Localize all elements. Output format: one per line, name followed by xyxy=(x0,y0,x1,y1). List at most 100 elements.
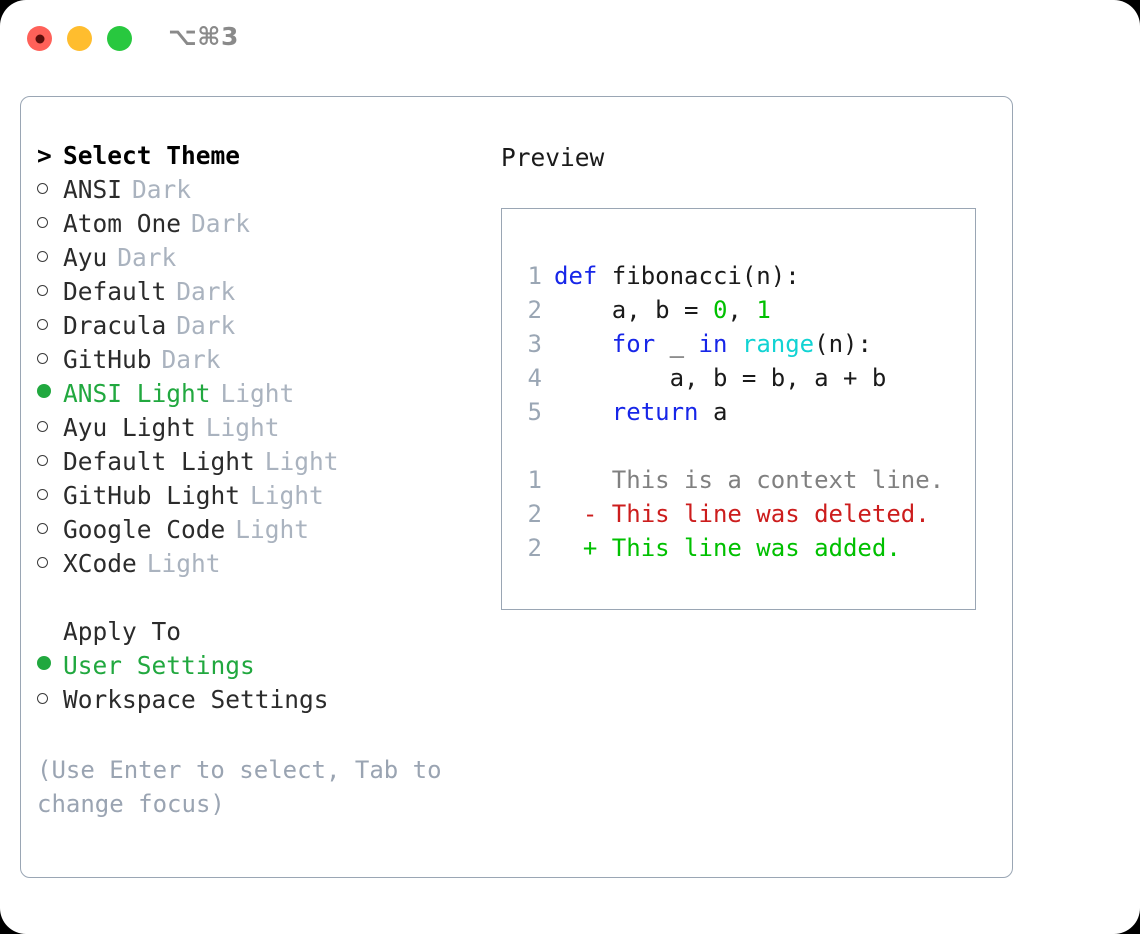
apply-to-heading: Apply To xyxy=(37,617,497,651)
theme-variant-tag: Light xyxy=(235,515,310,544)
code-token: for xyxy=(611,330,656,358)
code-token: def xyxy=(554,262,612,290)
code-token: (n): xyxy=(814,330,872,358)
code-token: 0 xyxy=(712,296,728,324)
code-token: return xyxy=(611,398,699,426)
diff-text: This is a context line. xyxy=(611,466,945,494)
diff-sign xyxy=(554,466,612,494)
diff-line: 2 - This line was deleted. xyxy=(520,497,944,531)
code-token: a, b = xyxy=(554,296,713,324)
minimize-button-icon[interactable] xyxy=(67,26,92,51)
maximize-button-icon[interactable] xyxy=(107,26,132,51)
spacer xyxy=(37,583,497,617)
theme-name-label: Ayu Light xyxy=(63,413,196,442)
code-token xyxy=(554,398,612,426)
code-line: 4 a, b = b, a + b xyxy=(520,361,887,395)
radio-unselected-icon[interactable] xyxy=(37,413,63,442)
theme-list-item[interactable]: ANSI Light Light xyxy=(37,379,497,413)
apply-to-item[interactable]: Workspace Settings xyxy=(37,685,497,719)
code-line: 3 for _ in range(n): xyxy=(520,327,886,361)
theme-variant-tag: Light xyxy=(220,379,295,408)
close-button-icon[interactable] xyxy=(27,26,52,51)
code-line: 2 a, b = 0, 1 xyxy=(520,293,886,327)
theme-variant-tag: Dark xyxy=(132,175,192,204)
apply-to-label: User Settings xyxy=(63,651,255,680)
line-number: 4 xyxy=(527,364,542,392)
radio-unselected-icon[interactable] xyxy=(37,175,63,204)
line-number: 5 xyxy=(527,398,542,426)
diff-sample: 1 This is a context line.2 - This line w… xyxy=(520,463,945,565)
diff-text: This line was added. xyxy=(611,534,901,562)
theme-list-item[interactable]: ANSI Dark xyxy=(37,175,497,209)
code-token: , xyxy=(727,296,757,324)
theme-variant-tag: Dark xyxy=(191,209,251,238)
code-token: _ xyxy=(655,330,699,358)
radio-unselected-icon[interactable] xyxy=(37,209,63,238)
theme-name-label: Google Code xyxy=(63,515,226,544)
theme-name-label: ANSI xyxy=(63,175,123,204)
select-theme-heading-label: Select Theme xyxy=(63,141,241,170)
theme-name-label: ANSI Light xyxy=(63,379,211,408)
radio-unselected-icon[interactable] xyxy=(37,515,63,544)
code-token: range xyxy=(741,330,815,358)
theme-name-label: GitHub Light xyxy=(63,481,241,510)
radio-selected-icon[interactable] xyxy=(37,379,63,408)
line-number: 2 xyxy=(527,534,542,562)
code-token xyxy=(554,330,612,358)
apply-to-item[interactable]: User Settings xyxy=(37,651,497,685)
code-line: 1 def fibonacci(n): xyxy=(520,259,886,293)
theme-name-label: Atom One xyxy=(63,209,182,238)
theme-list-item[interactable]: GitHub Dark xyxy=(37,345,497,379)
preview-title: Preview xyxy=(501,143,605,172)
radio-selected-icon[interactable] xyxy=(37,651,63,680)
traffic-light-buttons xyxy=(27,26,132,51)
line-number: 2 xyxy=(527,296,542,324)
diff-sign: - xyxy=(554,500,612,528)
radio-unselected-icon[interactable] xyxy=(37,685,63,714)
diff-sign: + xyxy=(554,534,612,562)
theme-list-item[interactable]: Default Dark xyxy=(37,277,497,311)
theme-variant-tag: Dark xyxy=(176,277,236,306)
theme-list-item[interactable]: Dracula Dark xyxy=(37,311,497,345)
caret-icon: > xyxy=(37,141,52,170)
theme-variant-tag: Dark xyxy=(117,243,177,272)
keyboard-hint-text: (Use Enter to select, Tab to change focu… xyxy=(37,756,442,818)
line-number: 1 xyxy=(527,262,542,290)
radio-unselected-icon[interactable] xyxy=(37,311,63,340)
code-token: in xyxy=(698,330,728,358)
theme-name-label: Ayu xyxy=(63,243,108,272)
radio-unselected-icon[interactable] xyxy=(37,243,63,272)
theme-list-item[interactable]: Atom One Dark xyxy=(37,209,497,243)
theme-variant-tag: Dark xyxy=(161,345,221,374)
radio-unselected-icon[interactable] xyxy=(37,277,63,306)
theme-name-label: Default xyxy=(63,277,167,306)
apply-to-heading-label: Apply To xyxy=(63,617,182,646)
diff-line: 1 This is a context line. xyxy=(520,463,945,497)
radio-unselected-icon[interactable] xyxy=(37,447,63,476)
radio-unselected-icon[interactable] xyxy=(37,549,63,578)
code-token xyxy=(727,330,741,358)
line-number: 1 xyxy=(527,466,542,494)
diff-text: This line was deleted. xyxy=(611,500,930,528)
theme-list-item[interactable]: Ayu Light Light xyxy=(37,413,497,447)
theme-name-label: Dracula xyxy=(63,311,167,340)
theme-list-item[interactable]: Google Code Light xyxy=(37,515,497,549)
code-token: 1 xyxy=(756,296,771,324)
theme-name-label: Default Light xyxy=(63,447,255,476)
radio-unselected-icon[interactable] xyxy=(37,345,63,374)
code-token: fibonacci(n): xyxy=(611,262,800,290)
theme-variant-tag: Dark xyxy=(176,311,236,340)
radio-unselected-icon[interactable] xyxy=(37,481,63,510)
code-token: a, b = b, a + b xyxy=(554,364,887,392)
theme-name-label: GitHub xyxy=(63,345,152,374)
theme-variant-tag: Light xyxy=(205,413,280,442)
theme-list-item[interactable]: Ayu Dark xyxy=(37,243,497,277)
